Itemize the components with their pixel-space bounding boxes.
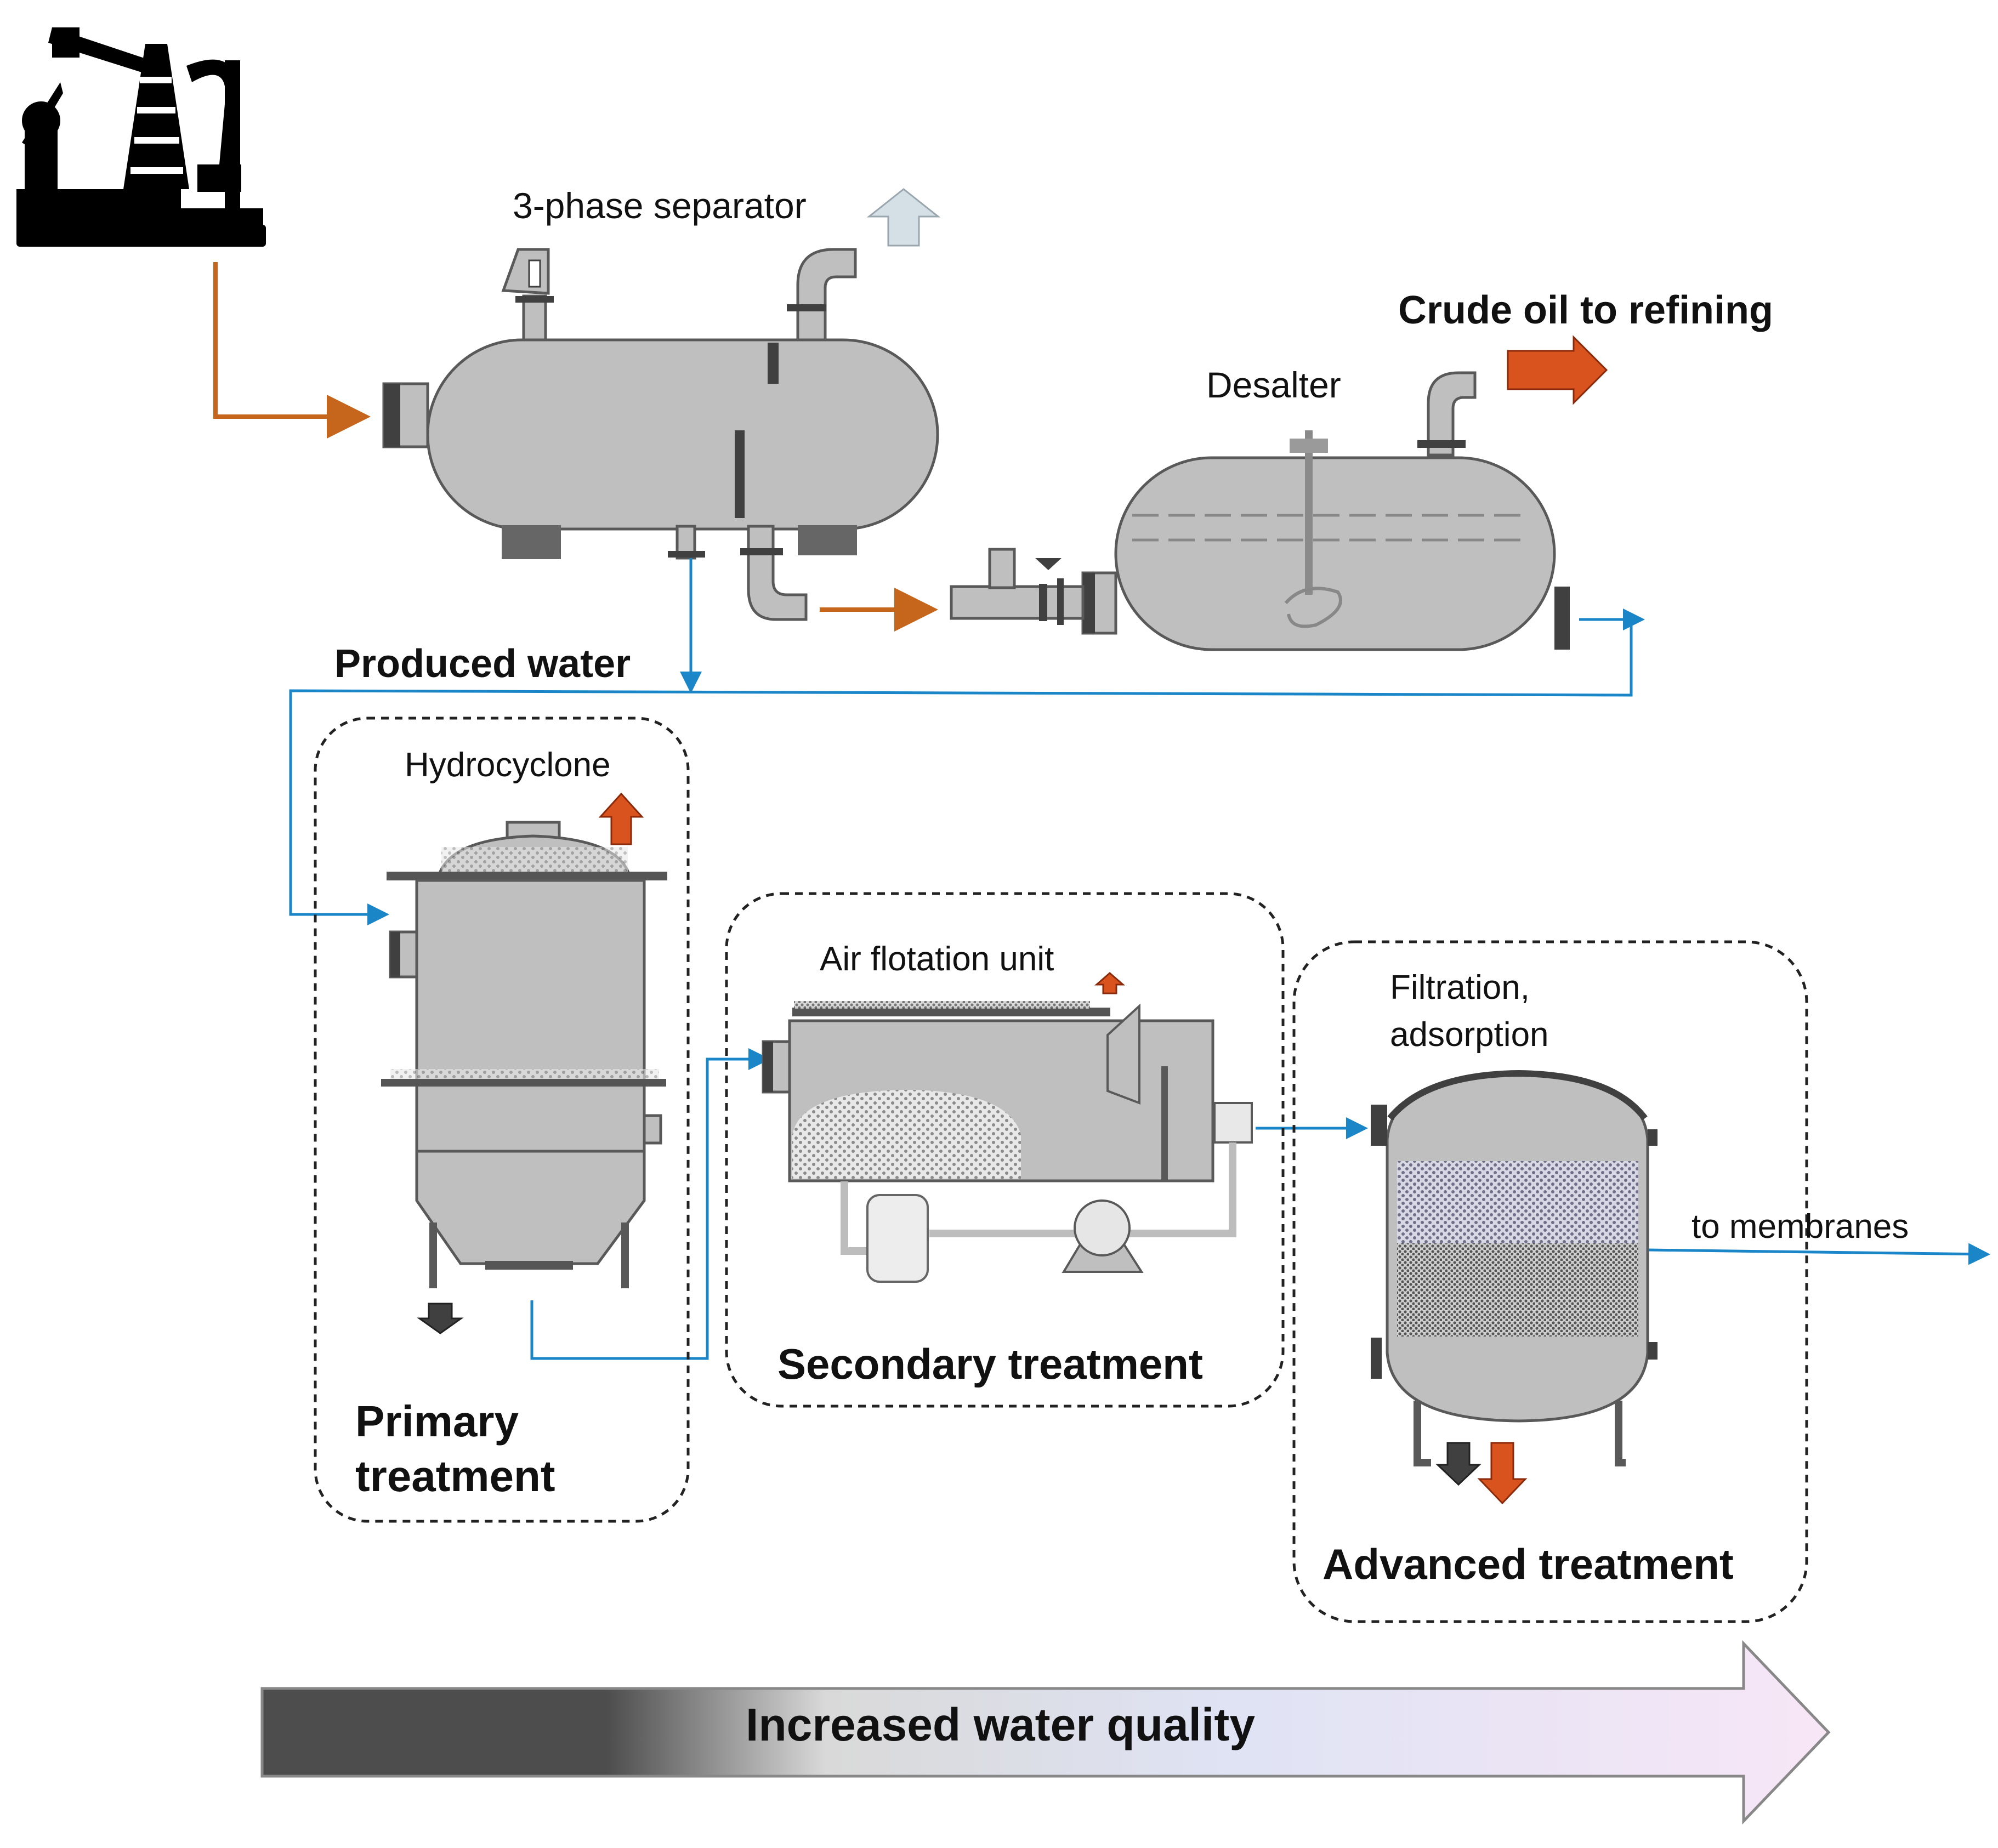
secondary-label: Secondary treatment (777, 1340, 1203, 1388)
process-flow-lines (213, 262, 1990, 1360)
primary-label-line2: treatment (355, 1452, 555, 1500)
water-quality-arrow (260, 1640, 1831, 1825)
hydrocyclone-label: Hydrocyclone (405, 746, 611, 784)
primary-treatment-box (314, 717, 690, 1523)
mixing-valve (950, 548, 1085, 625)
produced-water-label: Produced water (334, 642, 631, 686)
hydrocyclone-sludge-arrow (417, 1303, 464, 1334)
filter-adsorption-vessel (1371, 1070, 1658, 1466)
filtration-label-line1: Filtration, (1390, 969, 1530, 1007)
crude-oil-label: Crude oil to refining (1398, 288, 1773, 332)
filtration-label-line2: adsorption (1390, 1016, 1549, 1054)
primary-to-secondary-line (530, 1048, 770, 1360)
desalter-label: Desalter (1206, 365, 1341, 405)
air-flotation-unit (762, 1001, 1253, 1283)
water-quality-label: Increased water quality (746, 1699, 1255, 1750)
flotation-skim-arrow (1094, 972, 1125, 994)
gas-vent-arrow (866, 188, 941, 247)
filter-waste-arrow (1435, 1442, 1482, 1486)
crude-oil-arrow (1507, 335, 1608, 405)
separator-label: 3-phase separator (513, 185, 807, 226)
oil-pumpjack-icon (16, 27, 266, 247)
three-phase-separator: 3-phase separator (382, 185, 939, 621)
advanced-treatment-box (1292, 940, 1808, 1623)
hydrocyclone-vessel (381, 821, 667, 1288)
advanced-label: Advanced treatment (1322, 1540, 1734, 1588)
air-flotation-label: Air flotation unit (820, 940, 1054, 978)
well-feed-line (213, 262, 371, 439)
filter-oil-arrow (1477, 1442, 1528, 1505)
desalter-vessel: Desalter (1081, 365, 1570, 651)
to-membranes-line (1647, 1243, 1990, 1265)
produced-water-header (289, 619, 1633, 925)
primary-label-line1: Primary (355, 1397, 519, 1446)
to-membranes-label: to membranes (1692, 1208, 1909, 1246)
hydrocyclone-oil-arrow (598, 792, 644, 845)
secondary-treatment-box (725, 892, 1285, 1408)
